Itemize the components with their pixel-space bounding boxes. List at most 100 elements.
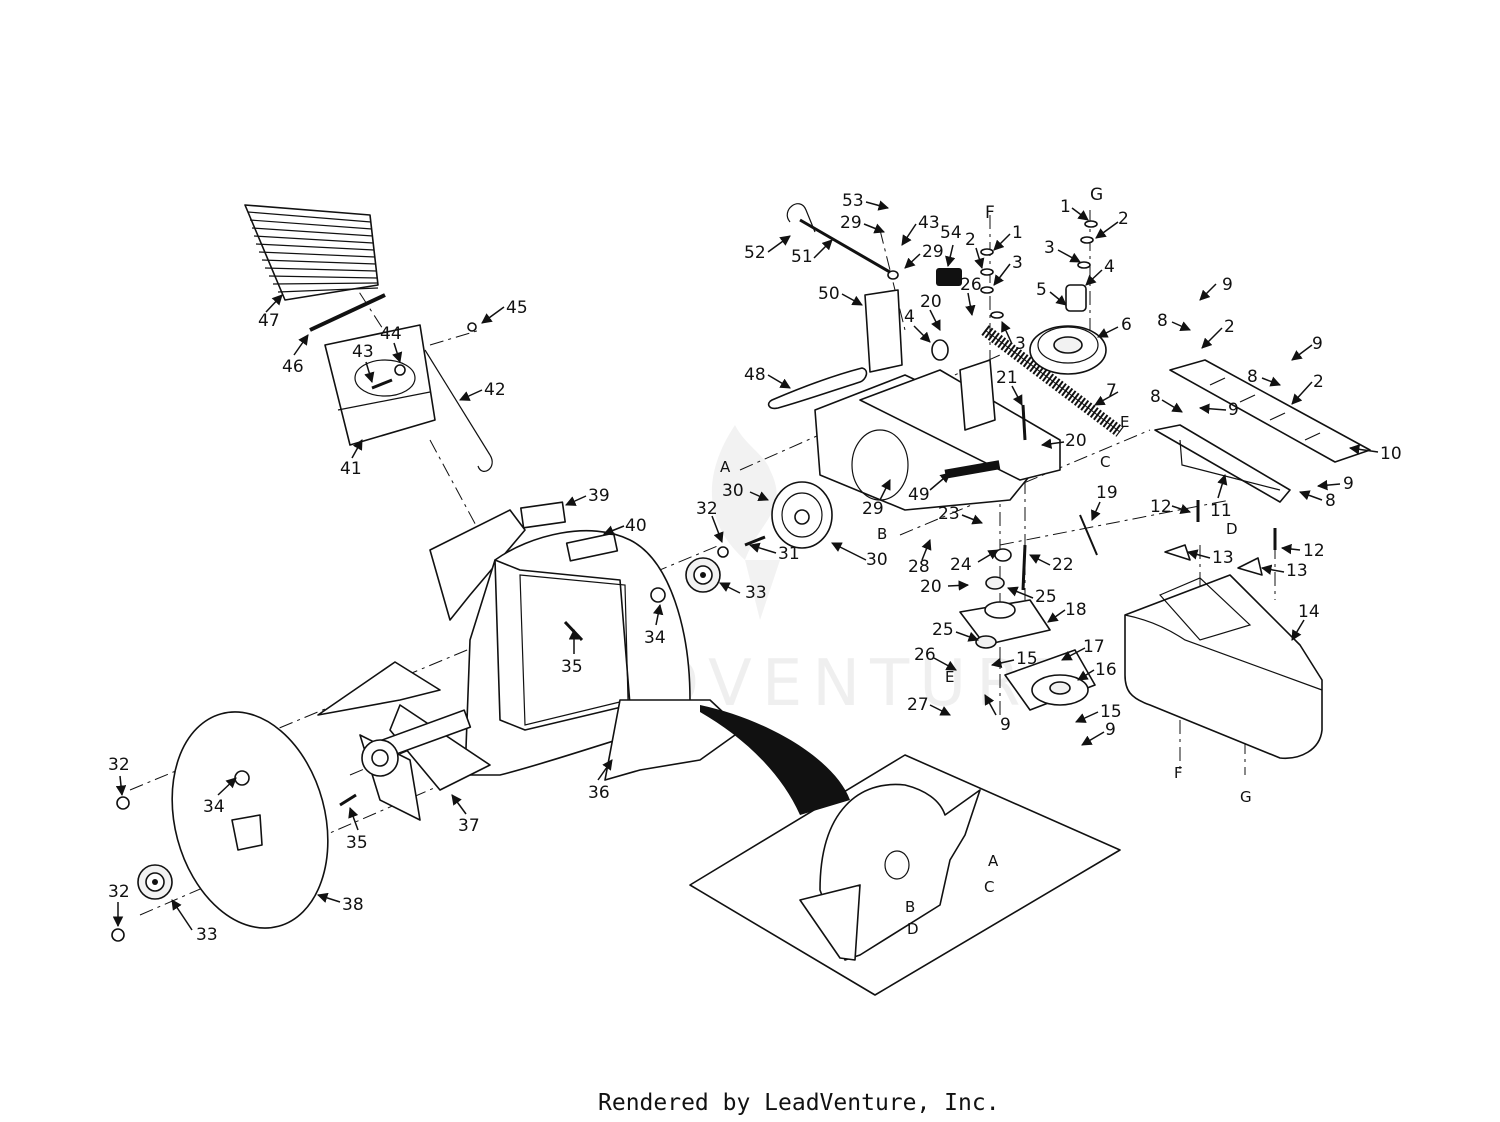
- part-36-housing: [429, 509, 743, 781]
- callout-label: 14: [1298, 602, 1320, 622]
- callout-label: B: [905, 898, 915, 916]
- callout-label: 2: [965, 230, 976, 250]
- callout-label: 48: [744, 365, 766, 385]
- callout-label: 25: [1035, 587, 1057, 607]
- callout-label: 9: [1222, 275, 1233, 295]
- part-6-idler-pulley: [1029, 325, 1107, 375]
- part-30-pulley: [771, 481, 833, 549]
- callout-label: 22: [1052, 555, 1074, 575]
- part-13-knob-b: [1237, 557, 1263, 576]
- callout-label: 44: [380, 324, 402, 344]
- leader-arrows: [112, 200, 1379, 931]
- callout-label: 38: [342, 895, 364, 915]
- callout-label: 1: [1012, 223, 1023, 243]
- callout-label: 43: [352, 342, 374, 362]
- callout-label: 41: [340, 459, 362, 479]
- callout-label: 9: [1000, 715, 1011, 735]
- callout-label: 54: [940, 223, 962, 243]
- callout-label: 30: [722, 481, 744, 501]
- washer-stack-right: [1077, 220, 1098, 269]
- callout-label: 42: [484, 380, 506, 400]
- footer-credit: Rendered by LeadVenture, Inc.: [598, 1090, 1000, 1116]
- callout-label: B: [877, 525, 887, 543]
- part-7-spring: [981, 325, 1124, 437]
- callout-label: 40: [625, 516, 647, 536]
- callout-label: 15: [1016, 649, 1038, 669]
- part-38-backplate: [171, 711, 329, 929]
- callout-label: 18: [1065, 600, 1087, 620]
- callout-label: 8: [1325, 491, 1336, 511]
- part-21-bolt: [1021, 404, 1027, 441]
- callout-label: 33: [196, 925, 218, 945]
- part-52-clip: [786, 203, 816, 233]
- callout-label: 5: [1036, 280, 1047, 300]
- part-35-bolt-lower: [339, 793, 357, 807]
- part-32-nut-b: [111, 928, 125, 942]
- callout-label: 4: [1104, 257, 1115, 277]
- callout-label: 32: [108, 755, 130, 775]
- callout-label: 31: [778, 544, 800, 564]
- callout-label: A: [720, 458, 731, 476]
- part-51-pin: [799, 218, 896, 277]
- callout-label: 52: [744, 243, 766, 263]
- part-4-spacer: [931, 339, 949, 361]
- callout-label: 21: [996, 368, 1018, 388]
- washer-stack-left: [980, 248, 1004, 319]
- callout-label: 26: [960, 275, 982, 295]
- callout-label: 34: [644, 628, 666, 648]
- part-46-rod: [309, 293, 386, 332]
- callout-label: 9: [1312, 334, 1323, 354]
- part-25-bearing-upper: [985, 576, 1005, 590]
- callout-label: 35: [346, 833, 368, 853]
- callout-label: 28: [908, 557, 930, 577]
- callout-label: 8: [1157, 311, 1168, 331]
- callout-label: 46: [282, 357, 304, 377]
- callout-label: 10: [1380, 444, 1402, 464]
- callout-label: 2: [1118, 209, 1129, 229]
- part-5-spacer: [1065, 284, 1087, 312]
- callout-label: D: [1226, 520, 1238, 538]
- part-32-nut-c: [717, 546, 729, 558]
- callout-label: 3: [1015, 334, 1026, 354]
- callout-label: 9: [1343, 474, 1354, 494]
- callout-label: C: [1100, 453, 1110, 471]
- callout-label: G: [1240, 788, 1252, 806]
- part-42-cable: [424, 322, 493, 472]
- part-43-bolt: [371, 378, 393, 390]
- callout-label: 47: [258, 311, 280, 331]
- callout-label: 3: [1012, 253, 1023, 273]
- callout-label: 12: [1150, 497, 1172, 517]
- part-11-bracket: [1154, 424, 1291, 503]
- part-54-clip: [936, 268, 962, 286]
- callout-label: 29: [862, 499, 884, 519]
- callout-label: 2: [1313, 372, 1324, 392]
- part-16-lower-pulley: [1004, 649, 1096, 711]
- callout-label: 9: [1228, 400, 1239, 420]
- callout-label: A: [988, 852, 999, 870]
- part-33-bearing-rear: [137, 864, 173, 900]
- callout-label: 3: [1044, 238, 1055, 258]
- callout-label: 8: [1247, 367, 1258, 387]
- part-47-bellows: [244, 204, 379, 301]
- callout-label: 26: [914, 645, 936, 665]
- callout-labels: 1 G 2 3 4 5 6 F 1 2 3 53 29 43 54 52 51 …: [108, 185, 1402, 945]
- callout-label: C: [984, 878, 994, 896]
- callout-label: 53: [842, 191, 864, 211]
- callout-label: 1: [1060, 197, 1071, 217]
- part-32-nut-a: [116, 796, 130, 810]
- callout-label: 32: [108, 882, 130, 902]
- callout-label: 13: [1212, 548, 1234, 568]
- part-50-bracket: [864, 289, 903, 373]
- callout-label: 34: [203, 797, 225, 817]
- callout-label: 16: [1095, 660, 1117, 680]
- callout-label: 13: [1286, 561, 1308, 581]
- callout-label: 20: [1065, 431, 1087, 451]
- callout-label: 17: [1083, 637, 1105, 657]
- part-13-knob-a: [1164, 544, 1191, 561]
- callout-label: 29: [840, 213, 862, 233]
- callout-label: 36: [588, 783, 610, 803]
- callout-label: F: [985, 203, 995, 223]
- callout-label: E: [1120, 413, 1129, 431]
- callout-label: G: [1090, 185, 1103, 205]
